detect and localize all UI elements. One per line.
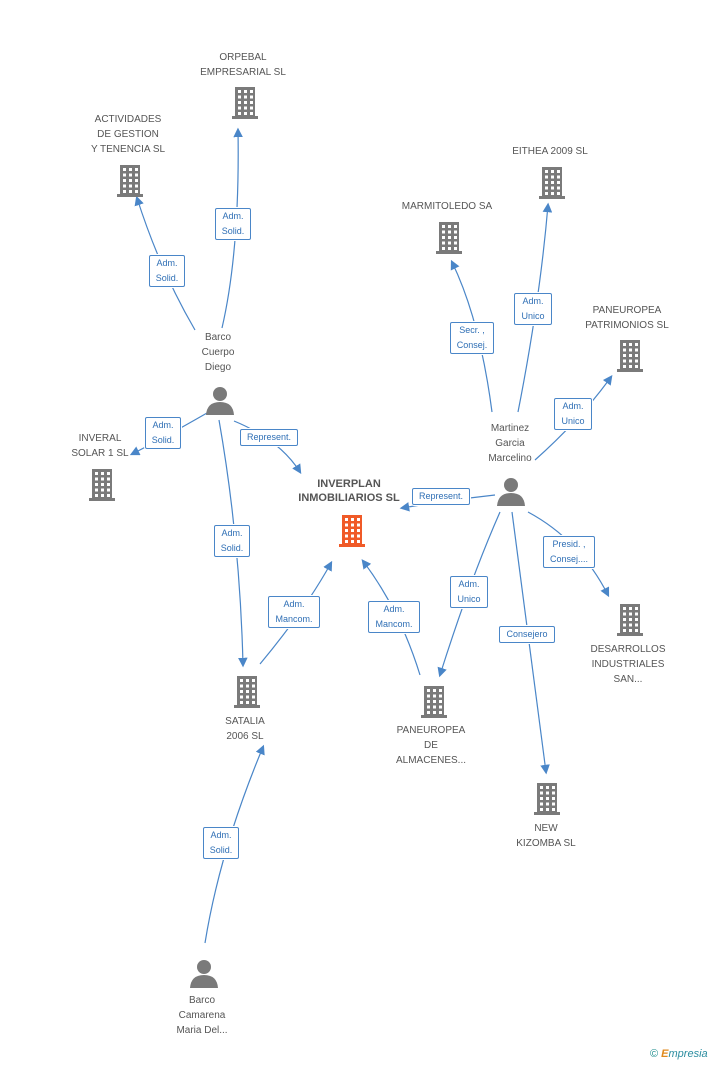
edge-label-e12: Represent. (411, 487, 471, 505)
edge-label-e4: Represent. (239, 428, 299, 446)
building-icon[interactable] (539, 165, 565, 204)
node-label-paneuropea-patr[interactable]: PANEUROPEA PATRIMONIOS SL (585, 305, 669, 331)
building-icon[interactable] (617, 602, 643, 641)
edge-label-e9: Secr. , Consej. (449, 322, 495, 354)
building-icon[interactable] (421, 684, 447, 723)
building-icon[interactable] (339, 513, 365, 552)
node-label-barco-cuerpo[interactable]: Barco Cuerpo Diego (201, 332, 235, 373)
node-label-satalia[interactable]: SATALIA 2006 SL (225, 716, 265, 742)
copyright-symbol: © (650, 1048, 659, 1060)
building-icon[interactable] (534, 781, 560, 820)
node-label-marmitoledo[interactable]: MARMITOLEDO SA (401, 201, 493, 212)
brand-logo-text: mpresia (668, 1048, 708, 1060)
edge-label-e2: Adm. Solid. (214, 208, 252, 240)
edge-label-e7: Adm. Mancom. (368, 601, 420, 633)
edge-label-e10: Adm. Unico (514, 293, 552, 325)
edge-label-e6: Adm. Mancom. (268, 596, 320, 628)
brand-logo-initial: E (661, 1048, 669, 1060)
node-label-actividades[interactable]: ACTIVIDADES DE GESTION Y TENENCIA SL (90, 114, 166, 155)
brand-logo[interactable]: Empresia (661, 1048, 707, 1060)
node-label-barco-camarena[interactable]: Barco Camarena Maria Del... (176, 995, 228, 1036)
edge-label-e15: Consejero (499, 625, 555, 643)
edge-label-e8: Adm. Solid. (202, 827, 240, 859)
edge-label-e14: Adm. Unico (450, 576, 488, 608)
footer-credit: © Empresia (650, 1048, 708, 1060)
node-label-desarrollos[interactable]: DESARROLLOS INDUSTRIALES SAN... (590, 644, 666, 685)
edge-label-e3: Adm. Solid. (144, 417, 182, 449)
building-icon[interactable] (234, 674, 260, 713)
edge-label-e13: Presid. , Consej.... (542, 536, 596, 568)
edge-label-e1: Adm. Solid. (148, 255, 186, 287)
building-icon[interactable] (617, 338, 643, 377)
person-icon[interactable] (205, 385, 235, 420)
node-label-new-kizomba[interactable]: NEW KIZOMBA SL (516, 823, 576, 849)
node-label-paneuropea-alm[interactable]: PANEUROPEA DE ALMACENES... (395, 725, 467, 766)
person-icon[interactable] (496, 476, 526, 511)
building-icon[interactable] (89, 467, 115, 506)
node-label-inverplan[interactable]: INVERPLAN INMOBILIARIOS SL (298, 478, 400, 504)
building-icon[interactable] (436, 220, 462, 259)
node-label-martinez[interactable]: Martinez Garcia Marcelino (488, 423, 532, 464)
person-icon[interactable] (189, 958, 219, 993)
node-label-inveral[interactable]: INVERAL SOLAR 1 SL (71, 433, 129, 459)
building-icon[interactable] (232, 85, 258, 124)
node-label-orpebal[interactable]: ORPEBAL EMPRESARIAL SL (200, 52, 286, 78)
edge-line-e15 (511, 511, 550, 775)
node-label-eithea[interactable]: EITHEA 2009 SL (512, 146, 588, 157)
edge-label-e5: Adm. Solid. (213, 525, 251, 557)
building-icon[interactable] (117, 163, 143, 202)
edge-label-e11: Adm. Unico (554, 398, 592, 430)
